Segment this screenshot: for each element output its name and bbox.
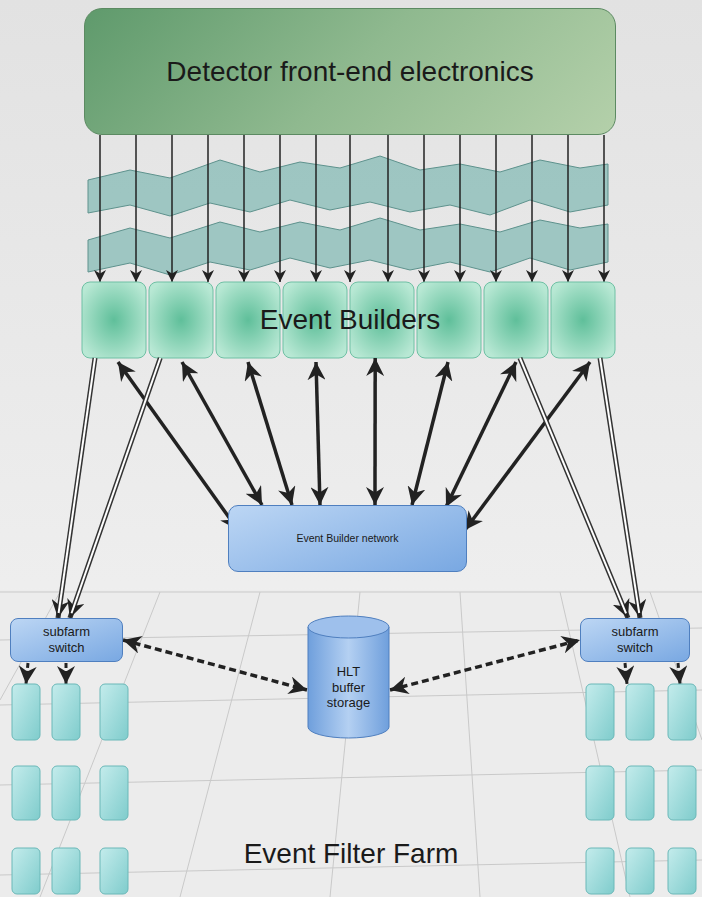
farm-node [52,848,80,894]
builder-unit [82,282,146,358]
connector-line [349,135,351,282]
connector [70,358,160,618]
connector-inner [72,358,161,613]
farm-node [586,848,614,894]
bidirectional-arrow [465,362,590,530]
grid-line [460,592,480,897]
bidirectional-arrow [316,362,320,505]
readout-arrows [100,135,604,282]
event-builders-band: Event Builders [82,282,618,358]
farm-node [100,848,128,894]
detector-box: Detector front-end electronics [84,8,616,135]
readout-arrow [459,135,461,282]
connector-line [390,640,580,690]
farm-node [626,848,654,894]
farm-node [586,766,614,820]
connector-line [520,358,628,618]
switch-box: subfarm switch [580,618,690,662]
connector [374,358,375,505]
readout-arrow [603,135,605,282]
dashed-arrow [65,663,68,684]
farm-node [668,766,696,820]
connector [390,640,580,690]
readout-arrow [243,135,245,282]
farm-node [12,684,40,740]
grid-line [0,592,702,593]
farm-node [12,766,40,820]
node-text: Event Builders [260,303,441,337]
bidirectional-arrow [446,362,516,507]
builder-unit [484,282,548,358]
bidirectional-arrow [248,362,292,505]
readout-arrow [207,135,209,282]
node-text: subfarm switch [603,624,667,655]
storage-cylinder: HLT buffer storage [307,615,390,740]
dashed-arrow [26,663,28,684]
node-text: HLT buffer storage [320,664,378,711]
readout-arrow [423,135,425,282]
double-line-inner [600,358,639,613]
readout-arrow [171,135,173,282]
builder-unit [551,282,615,358]
builder-unit [149,282,213,358]
readout-arrow [99,135,101,282]
bidirectional-arrow [182,362,262,505]
connector [123,640,307,690]
readout-arrow [567,135,569,282]
farm-node [12,848,40,894]
data-stream-bands [88,156,608,275]
readout-arrow [495,135,497,282]
node-text: Event Builder network [296,532,398,545]
readout-arrow [531,135,533,282]
switch-box: subfarm switch [10,618,123,662]
floor-ground [0,590,702,897]
farm-node [100,684,128,740]
bidirectional-arrow [412,362,448,505]
dashed-arrow [678,663,680,684]
farm-node [52,766,80,820]
double-links [58,358,640,618]
network-box: Event Builder network [228,505,467,572]
wavy-band [88,156,608,216]
node-text: subfarm switch [35,624,99,655]
readout-arrow [315,135,317,282]
dashed-arrow [625,663,627,684]
readout-arrow [279,135,281,282]
farm-node [586,684,614,740]
cylinder-body [308,627,389,738]
farm-node [626,684,654,740]
connector-line [123,640,307,690]
connector [520,358,628,618]
farm-node [100,766,128,820]
connector-line [373,358,377,505]
event-builder-units [82,282,615,358]
connector [350,135,351,282]
farm-label: Event Filter Farm [244,838,459,870]
grid-line [650,592,702,740]
double-line-outer [58,358,95,618]
connector-inner [520,358,626,613]
cylinder-top [308,616,389,638]
readout-arrow [387,135,389,282]
node-text: Detector front-end electronics [166,55,533,89]
connector-line [70,358,160,618]
double-line-outer [600,358,640,618]
wavy-band [88,218,608,275]
double-line-inner [59,358,95,613]
farm-node [52,684,80,740]
farm-node [668,684,696,740]
farm-node [668,848,696,894]
floor-grid [0,592,702,897]
farm-node [626,766,654,820]
bidirectional-arrow [118,362,238,530]
readout-arrow [135,135,137,282]
